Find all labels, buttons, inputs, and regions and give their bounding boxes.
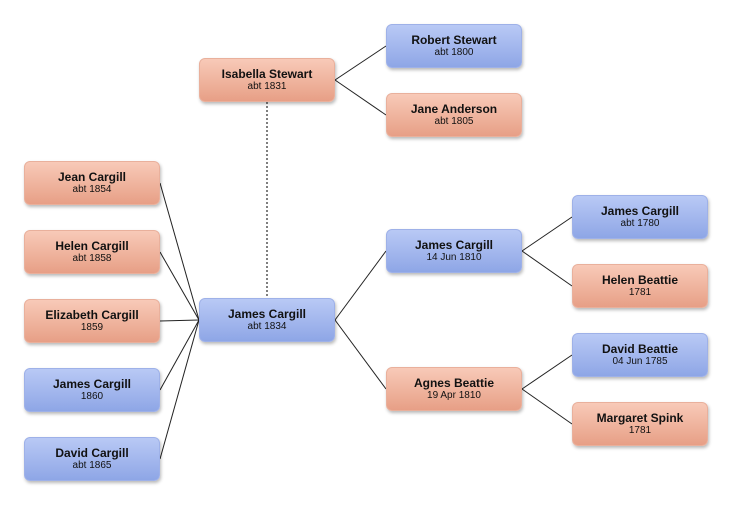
person-date: abt 1865 bbox=[72, 460, 112, 471]
person-card-jean-cargill[interactable]: Jean Cargill abt 1854 bbox=[24, 161, 160, 205]
person-card-james-cargill-1834[interactable]: James Cargill abt 1834 bbox=[199, 298, 335, 342]
person-name: Robert Stewart bbox=[411, 33, 497, 47]
person-date: 1781 bbox=[628, 287, 652, 298]
person-name: Isabella Stewart bbox=[221, 67, 313, 81]
person-date: abt 1780 bbox=[620, 218, 660, 229]
person-card-agnes-beattie[interactable]: Agnes Beattie 19 Apr 1810 bbox=[386, 367, 522, 411]
person-name: Jean Cargill bbox=[57, 170, 127, 184]
person-card-helen-cargill[interactable]: Helen Cargill abt 1858 bbox=[24, 230, 160, 274]
parent-connector-agnes-beattie bbox=[334, 319, 387, 390]
parent-connector-james-cargill-1780 bbox=[521, 216, 573, 252]
person-date: 14 Jun 1810 bbox=[426, 252, 482, 263]
person-date: 1859 bbox=[80, 322, 104, 333]
person-card-james-cargill-1860[interactable]: James Cargill 1860 bbox=[24, 368, 160, 412]
person-card-robert-stewart[interactable]: Robert Stewart abt 1800 bbox=[386, 24, 522, 68]
person-date: abt 1858 bbox=[72, 253, 112, 264]
person-name: Jane Anderson bbox=[410, 102, 498, 116]
parent-connector-helen-beattie bbox=[521, 250, 573, 287]
parent-connector-robert-stewart bbox=[334, 45, 387, 81]
child-connector-elizabeth-cargill bbox=[159, 319, 200, 322]
person-date: 19 Apr 1810 bbox=[427, 390, 481, 401]
person-card-james-cargill-1780[interactable]: James Cargill abt 1780 bbox=[572, 195, 708, 239]
person-name: James Cargill bbox=[52, 377, 132, 391]
person-name: David Beattie bbox=[601, 342, 679, 356]
child-connector-helen-cargill bbox=[159, 251, 200, 321]
parent-connector-margaret-spink bbox=[521, 388, 573, 425]
person-name: Elizabeth Cargill bbox=[45, 308, 139, 322]
person-name: Helen Cargill bbox=[55, 239, 129, 253]
parent-connector-jane-anderson bbox=[334, 79, 387, 116]
person-date: abt 1854 bbox=[72, 184, 112, 195]
person-date: 1860 bbox=[80, 391, 104, 402]
person-card-helen-beattie[interactable]: Helen Beattie 1781 bbox=[572, 264, 708, 308]
parent-connector-david-beattie bbox=[521, 354, 573, 390]
person-card-elizabeth-cargill[interactable]: Elizabeth Cargill 1859 bbox=[24, 299, 160, 343]
person-date: abt 1800 bbox=[434, 47, 474, 58]
person-card-margaret-spink[interactable]: Margaret Spink 1781 bbox=[572, 402, 708, 446]
person-name: James Cargill bbox=[414, 238, 494, 252]
person-name: Agnes Beattie bbox=[413, 376, 495, 390]
person-date: abt 1805 bbox=[434, 116, 474, 127]
person-card-jane-anderson[interactable]: Jane Anderson abt 1805 bbox=[386, 93, 522, 137]
child-connector-james-cargill-1860 bbox=[159, 319, 200, 391]
person-card-isabella-stewart[interactable]: Isabella Stewart abt 1831 bbox=[199, 58, 335, 102]
child-connector-jean-cargill bbox=[159, 182, 200, 321]
person-date: 04 Jun 1785 bbox=[612, 356, 668, 367]
child-connector-david-cargill bbox=[159, 319, 200, 460]
person-name: James Cargill bbox=[600, 204, 680, 218]
person-name: Margaret Spink bbox=[596, 411, 684, 425]
person-card-james-cargill-1810[interactable]: James Cargill 14 Jun 1810 bbox=[386, 229, 522, 273]
person-name: James Cargill bbox=[227, 307, 307, 321]
person-name: David Cargill bbox=[55, 446, 129, 460]
person-name: Helen Beattie bbox=[601, 273, 679, 287]
person-card-david-beattie[interactable]: David Beattie 04 Jun 1785 bbox=[572, 333, 708, 377]
person-date: 1781 bbox=[628, 425, 652, 436]
person-date: abt 1831 bbox=[247, 81, 287, 92]
parent-connector-james-cargill-1810 bbox=[334, 250, 387, 321]
person-card-david-cargill[interactable]: David Cargill abt 1865 bbox=[24, 437, 160, 481]
person-date: abt 1834 bbox=[247, 321, 287, 332]
